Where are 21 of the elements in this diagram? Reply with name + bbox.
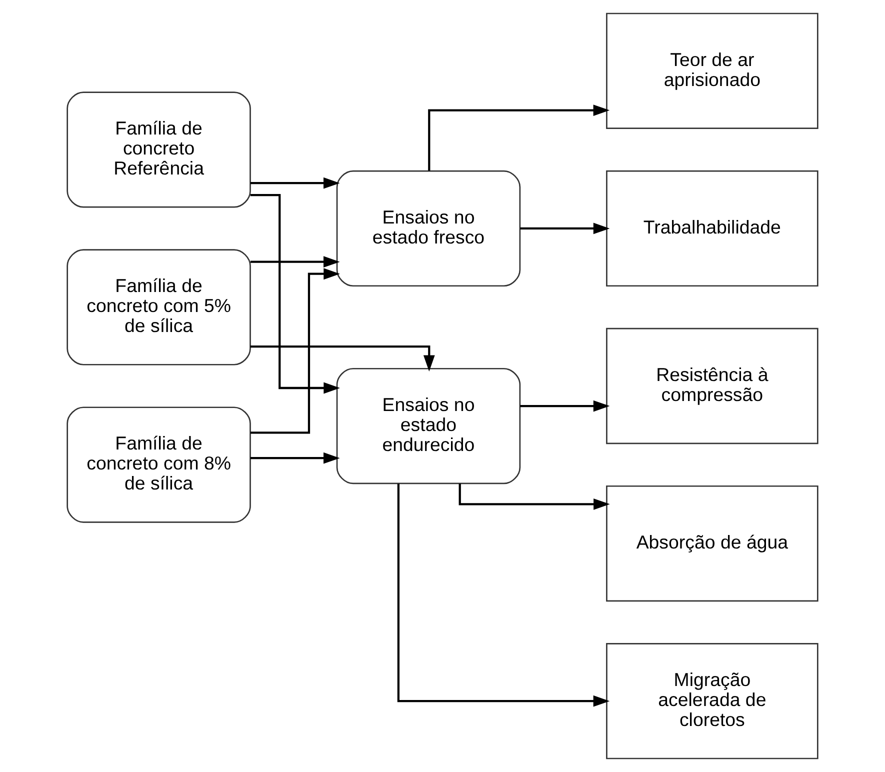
node-box: Teor de ar aprisionado	[606, 12, 818, 129]
node-box: Migração acelerada de cloretos	[606, 643, 818, 760]
arrow	[520, 222, 610, 234]
node-box: Resistência à compressão	[606, 328, 818, 444]
node-box: Ensaios no estado endurecido	[336, 368, 521, 484]
node-box: Família de concreto com 5% de sílica	[66, 249, 251, 366]
node-box: Ensaios no estado fresco	[336, 170, 521, 287]
arrow	[397, 484, 610, 707]
arrow	[250, 256, 340, 268]
arrow	[250, 268, 340, 434]
arrow	[250, 177, 340, 189]
arrow	[458, 484, 610, 510]
node-box: Trabalhabilidade	[606, 170, 818, 287]
arrow	[250, 346, 435, 372]
arrow	[250, 194, 340, 394]
node-box: Família de concreto com 8% de sílica	[66, 406, 251, 523]
arrow	[250, 452, 340, 464]
arrow	[428, 104, 610, 171]
node-box: Absorção de água	[606, 485, 818, 602]
node-box: Família de concreto Referência	[66, 92, 251, 208]
arrow	[520, 400, 610, 412]
